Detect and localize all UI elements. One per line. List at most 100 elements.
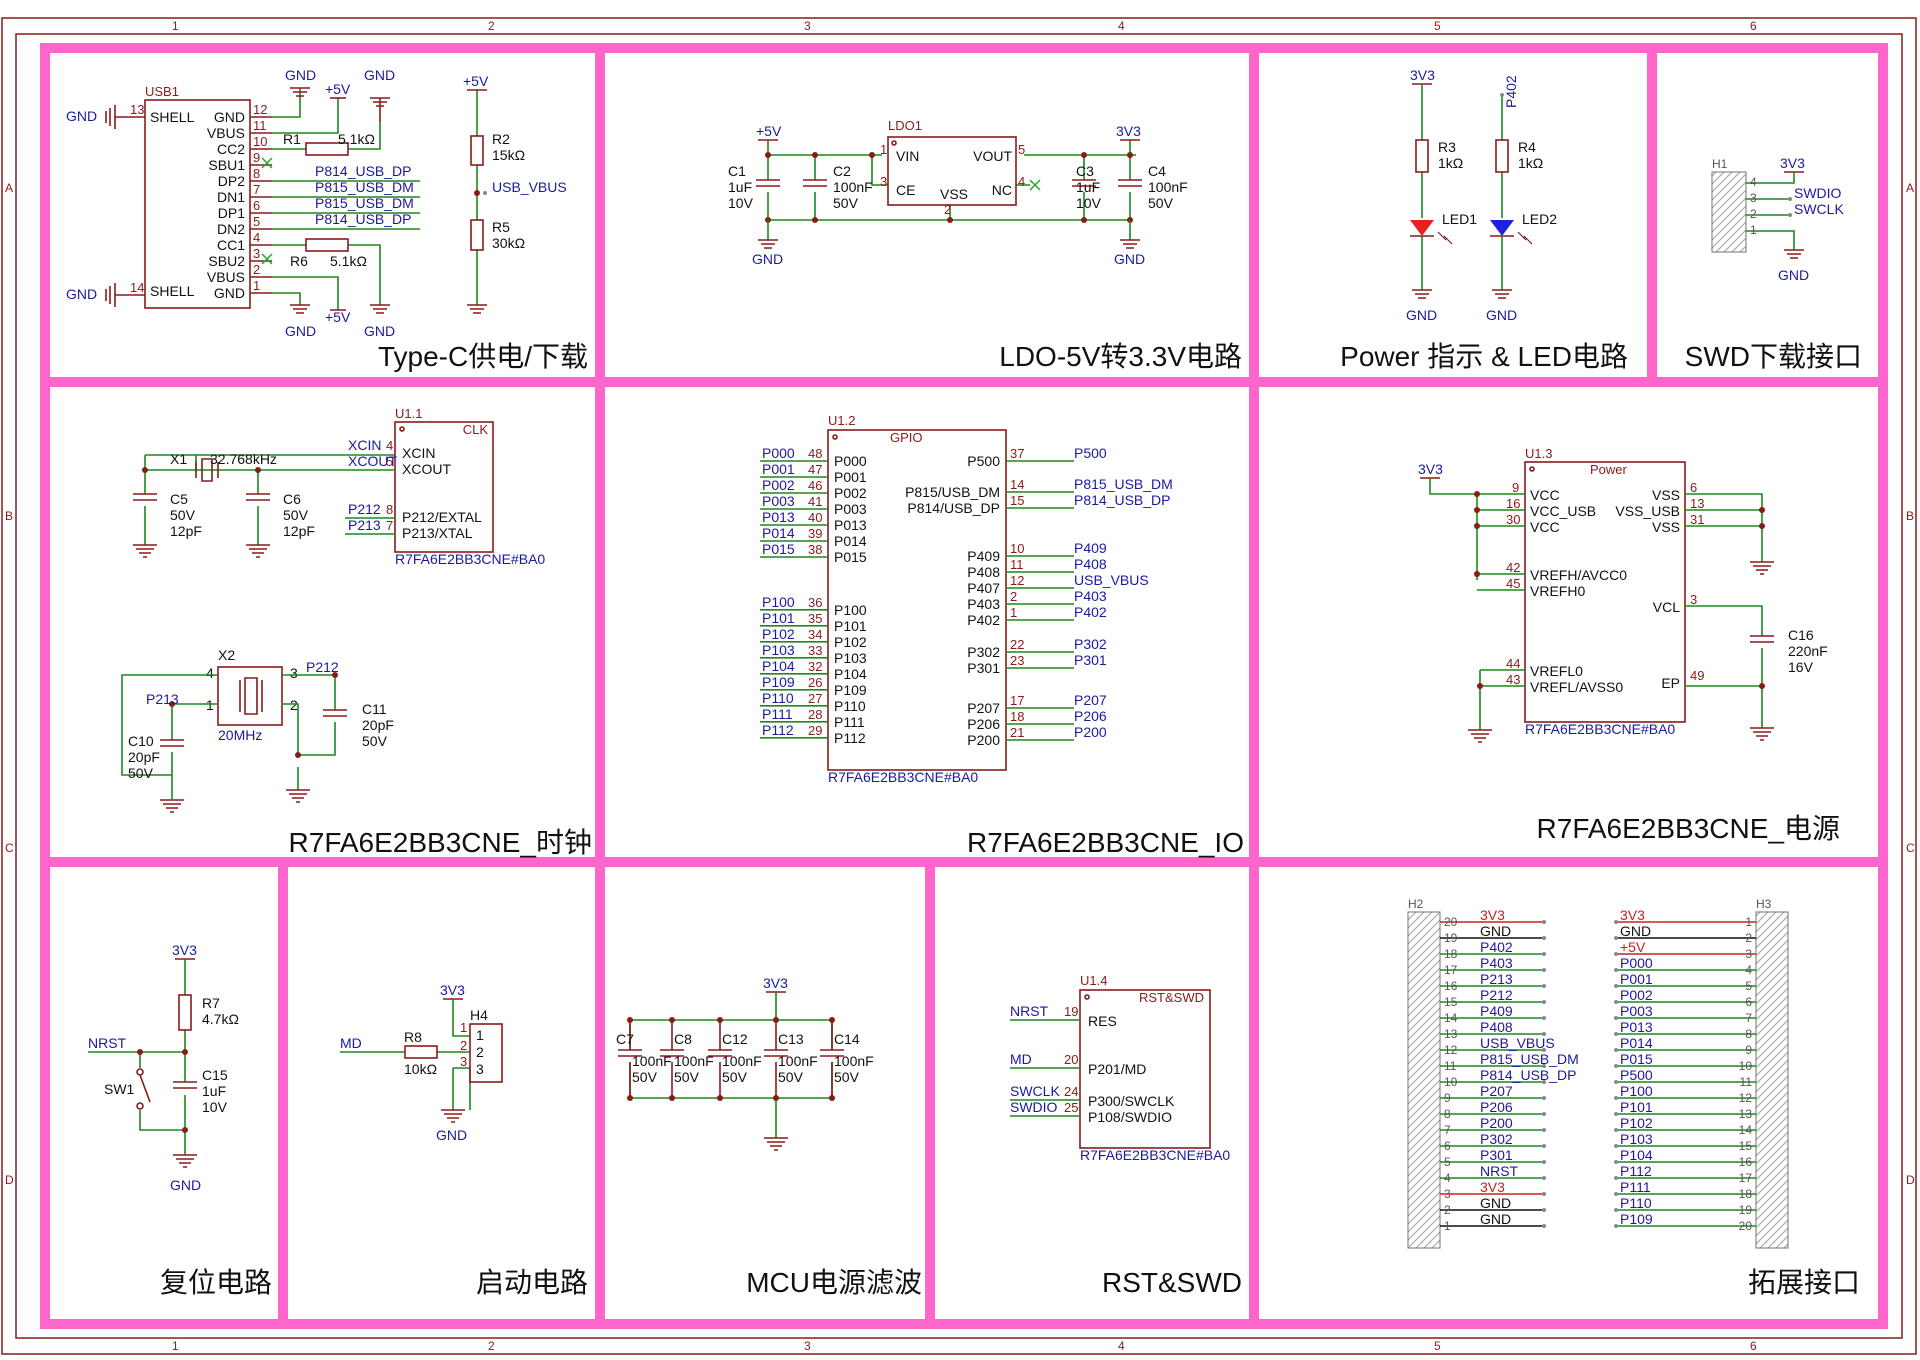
pin-vbus: VBUS [207,125,245,141]
chip-ref: U1.1 [395,406,422,421]
net-label: GND [1480,1195,1511,1211]
pin-number: 19 [1444,931,1458,945]
pin-p213-xtal: P213/XTAL [402,525,473,541]
resistor-r5 [470,219,484,251]
pin-vss-usb: VSS_USB [1615,503,1680,519]
usb-connector-body [144,99,251,309]
resistor-r3 [1415,139,1429,173]
pin-vrefl: VREFL/AVSS0 [1530,679,1623,695]
pin-end [1614,1080,1618,1084]
c3-rating: 10V [1076,195,1102,211]
net-label: P814_USB_DP [1480,1067,1577,1083]
pin-number: 2 [1745,931,1752,945]
title-typec: Type-C供电/下载 [378,341,588,372]
power-label: 3V3 [1780,155,1805,171]
junction-dot [627,1095,633,1101]
pin-number: 15 [1444,995,1458,1009]
net-label: USB_VBUS [492,179,567,195]
r7-value: 4.7kΩ [202,1011,239,1027]
net-label: P212 [306,659,339,675]
c6-value: 12pF [283,523,315,539]
c15-rating: 10V [202,1099,228,1115]
pin-end [1542,1048,1546,1052]
net-label: P100 [762,594,795,610]
cap-value: 100nF [674,1053,714,1069]
r1-value: 5.1kΩ [338,131,375,147]
pin-number: 4 [1750,175,1757,189]
pin-numbers: 12 11 10 9 8 7 6 5 4 3 2 1 13 14 [130,102,267,295]
pin-shell: SHELL [150,283,195,299]
pin-cc1: CC1 [217,237,245,253]
r6-value: 5.1kΩ [330,253,367,269]
r1-label: R1 [283,131,301,147]
pin-shell: SHELL [150,109,195,125]
net-label: P015 [1620,1051,1653,1067]
r7-label: R7 [202,995,220,1011]
net-label: GND [1480,1211,1511,1227]
pin-number: 20 [1444,915,1458,929]
pin-end [1542,1208,1546,1212]
r5-value: 30kΩ [492,235,525,251]
pin-end [1614,1128,1618,1132]
r2-value: 15kΩ [492,147,525,163]
capacitor-symbol [708,1020,732,1098]
net-label: P103 [762,642,795,658]
pin-number: 6 [1690,480,1697,495]
x1-label: X1 [170,451,187,467]
c6-voltage: 50V [283,507,309,523]
pin-number: 4 [1444,1171,1451,1185]
pin-number: 17 [1010,693,1024,708]
net-label: SWCLK [1794,201,1844,217]
net-label: P109 [1620,1211,1653,1227]
pin-number: 2 [1444,1203,1451,1217]
net-label: P015 [762,541,795,557]
pin-end [1542,1032,1546,1036]
net-label: SWDIO [1010,1099,1058,1115]
junction-dot [717,1017,723,1023]
pin-number: 44 [1506,656,1520,671]
pin-xcin: XCIN [402,445,435,461]
gnd-label: GND [170,1177,201,1193]
net-label: P403 [1074,588,1107,604]
row-label: D [5,1173,14,1187]
pin-name: P814/USB_DP [907,500,1000,516]
pin-vcc: VCC [1530,487,1560,503]
c2-value: 100nF [833,179,873,195]
pin-number: 4 [386,438,393,453]
pin-number: 14 [130,280,144,295]
col-label: 1 [172,19,179,33]
net-label: P111 [762,706,793,722]
pin-number: 10 [253,134,267,149]
title-filter: MCU电源滤波 [746,1267,922,1298]
pin-name: P207 [967,700,1000,716]
cap-value: 100nF [722,1053,762,1069]
cap-rating: 50V [834,1069,860,1085]
c11-label: C11 [362,701,387,717]
usb-ref: USB1 [145,84,179,99]
header-h4-body [469,1023,503,1083]
pin-name: P100 [834,602,867,618]
pin-number: 4 [253,230,260,245]
net-label: P207 [1074,692,1107,708]
row-label: C [1906,841,1915,855]
r3-value: 1kΩ [1438,155,1463,171]
pin-number: 3 [1444,1187,1451,1201]
pin-name: P302 [967,644,1000,660]
pin-number: 12 [1444,1043,1458,1057]
pin-number: 6 [1444,1139,1451,1153]
part-number: R7FA6E2BB3CNE#BA0 [828,769,978,785]
pin-number: 2 [944,202,951,217]
part-number: R7FA6E2BB3CNE#BA0 [395,551,545,567]
pin-vcl: VCL [1653,599,1680,615]
pin-number: 9 [253,150,260,165]
net-label: P815_USB_DM [315,195,414,211]
pin-vrefl0: VREFL0 [1530,663,1583,679]
pin-number: 7 [1745,1011,1752,1025]
pin-number: 8 [1444,1107,1451,1121]
chip-name: GPIO [890,430,923,445]
pin-name: P409 [967,548,1000,564]
net-label: P000 [1620,955,1653,971]
clock-section: U1.1 CLK XCIN XCOUT P212/EXTAL P213/XTAL… [121,406,545,813]
net-label: P301 [1480,1147,1513,1163]
